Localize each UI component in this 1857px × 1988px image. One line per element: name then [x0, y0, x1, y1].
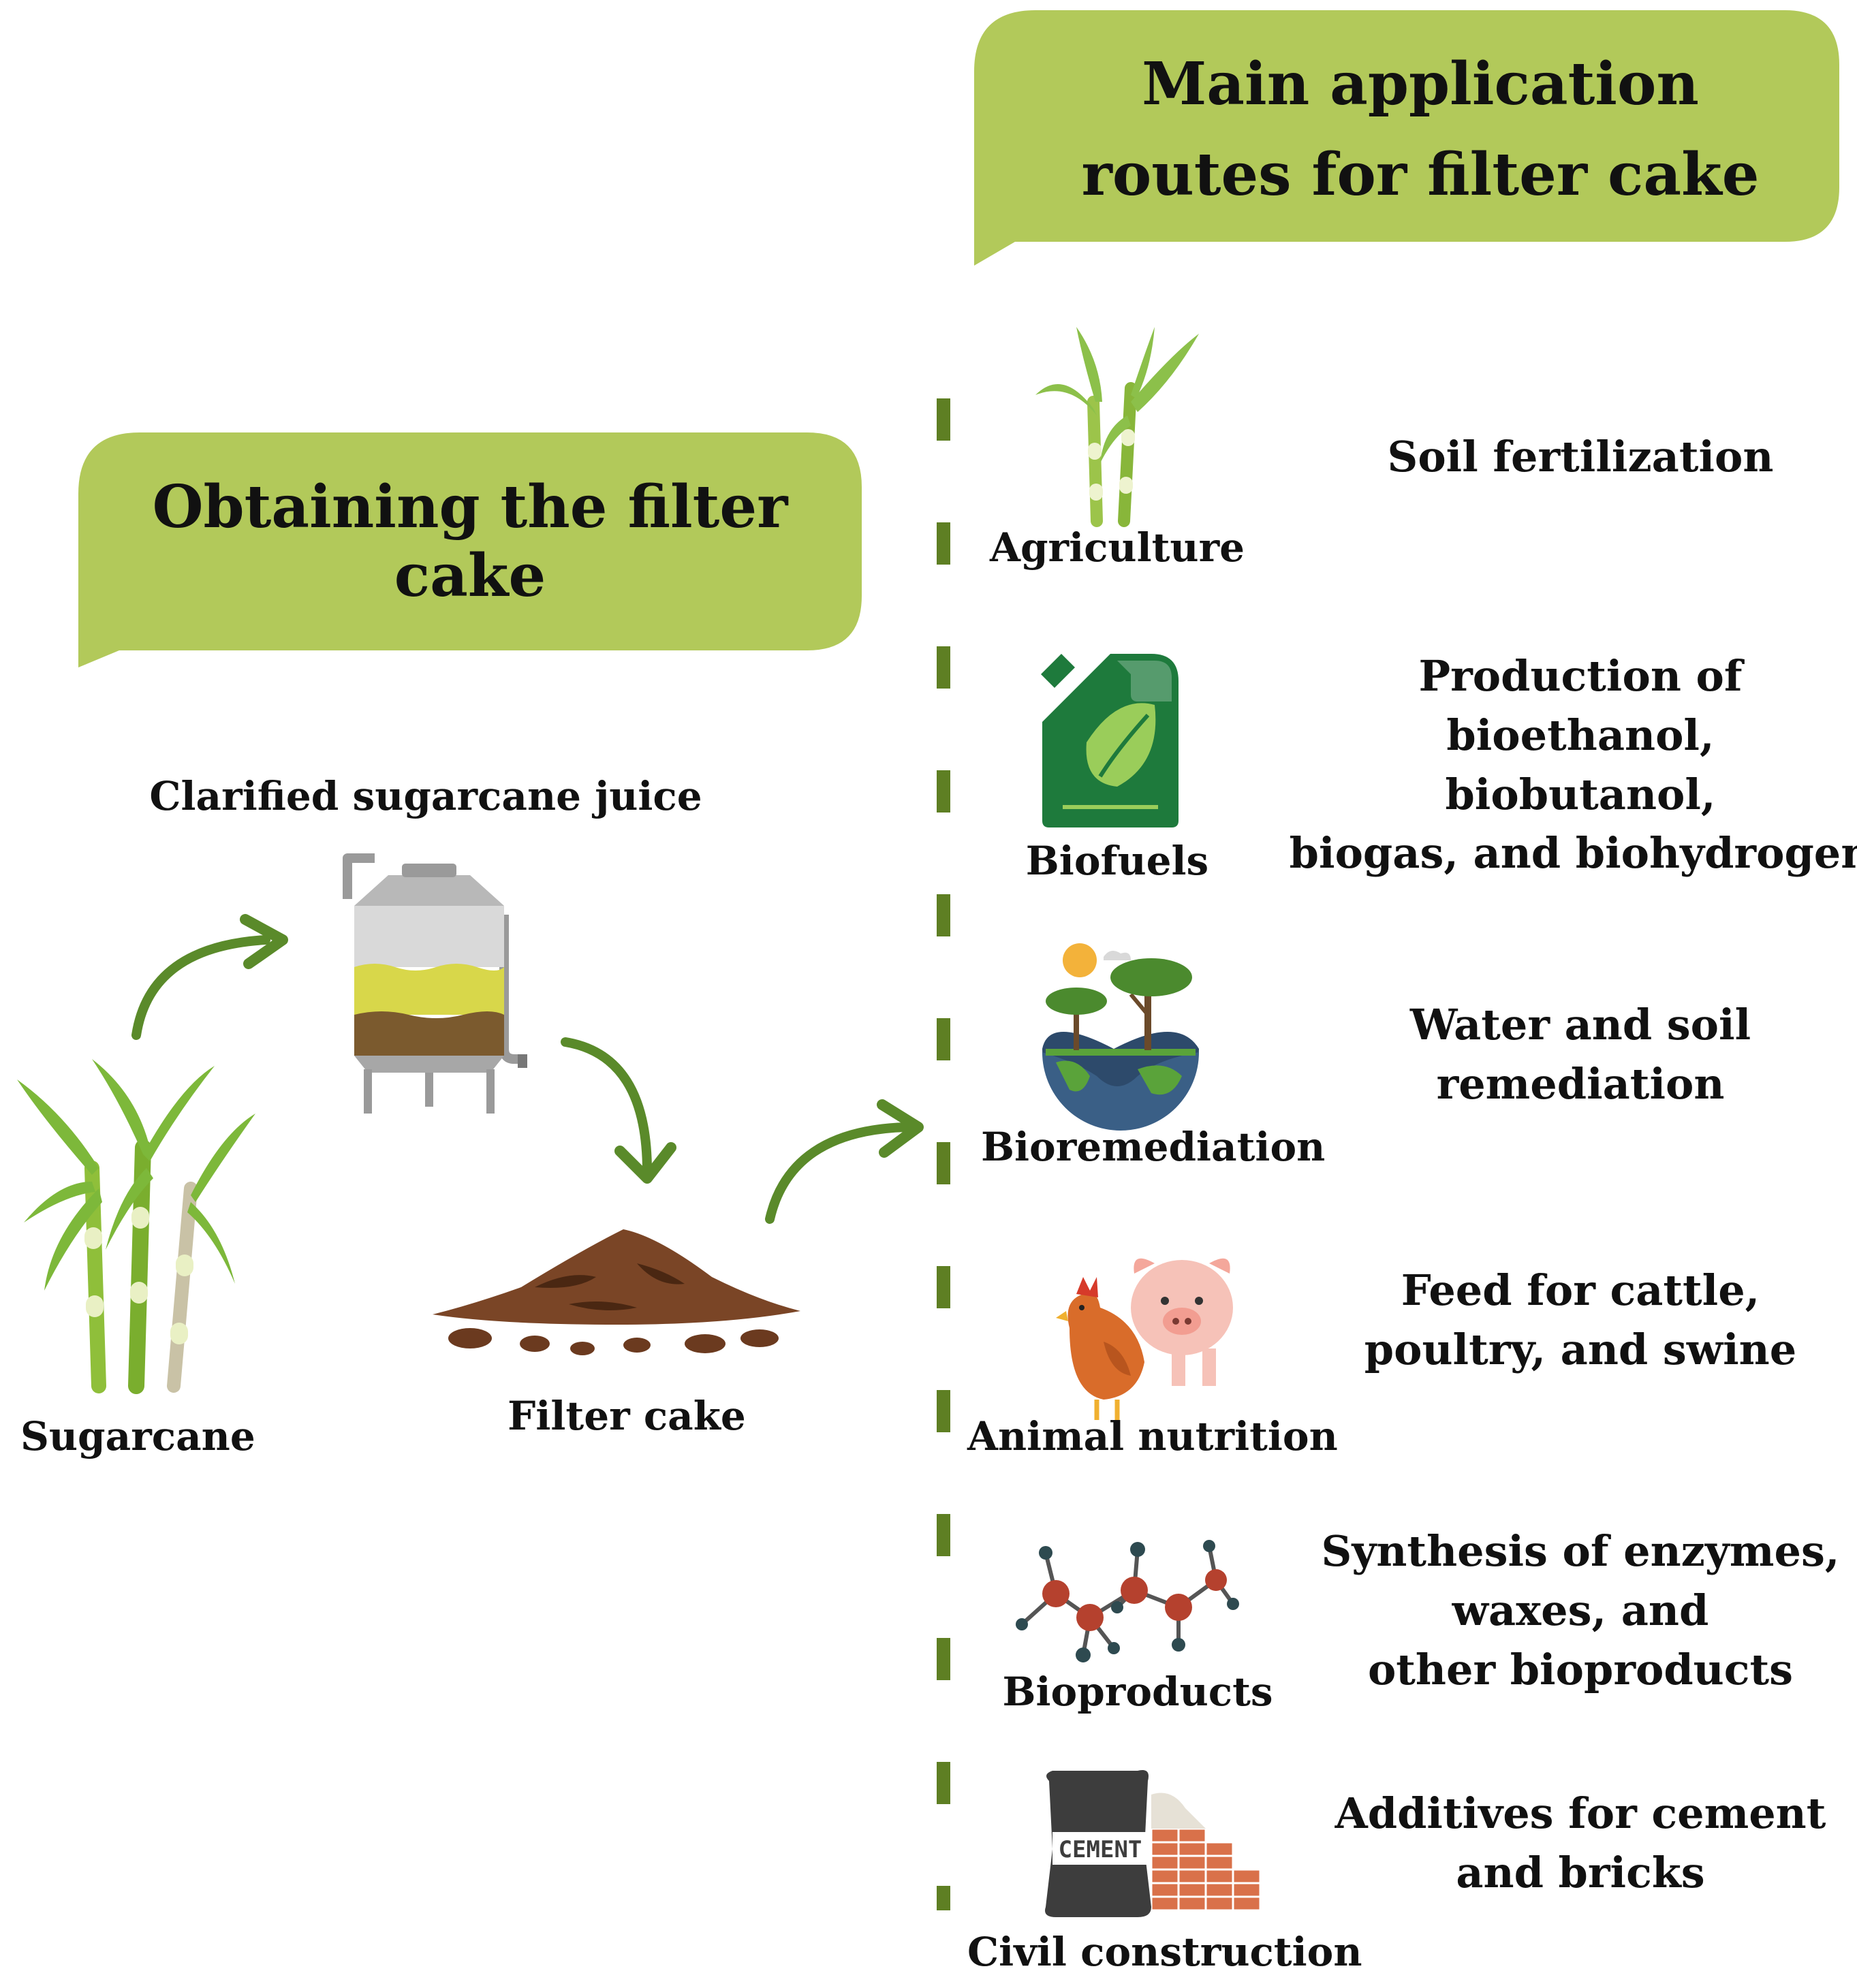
molecule-icon [1016, 1540, 1239, 1662]
route-civil-construction-label: Civil construction [967, 1929, 1362, 1975]
cement-bag-bricks-icon: CEMENT [1045, 1770, 1262, 1917]
left-header-bubble: Obtaining the filter cake [78, 432, 862, 667]
arrow-to-filter-cake [561, 1037, 676, 1184]
route-animal-nutrition-label: Animal nutrition [967, 1413, 1338, 1460]
route-agriculture-desc: Soil fertilization [1387, 432, 1774, 482]
route-bioproducts-label: Bioproducts [1002, 1669, 1273, 1715]
clarified-juice-label: Clarified sugarcane juice [149, 773, 702, 819]
cement-bag-text: CEMENT [1059, 1836, 1142, 1863]
chicken-pig-icon [1056, 1258, 1233, 1420]
filter-cake-pile-icon [433, 1229, 800, 1355]
route-bioremediation-label: Bioremediation [981, 1124, 1326, 1170]
route-agriculture-label: Agriculture [989, 524, 1245, 571]
earth-trees-icon [1042, 943, 1199, 1131]
sugarcane-label: Sugarcane [20, 1413, 255, 1460]
clarifier-tank-icon [343, 853, 527, 1114]
route-bioproducts-desc: Synthesis of enzymes, waxes, and other b… [1321, 1526, 1840, 1694]
route-civil-construction-desc: Additives for cement and bricks [1335, 1788, 1826, 1897]
route-biofuels-label: Biofuels [1025, 838, 1209, 884]
route-animal-nutrition-desc: Feed for cattle, poultry, and swine [1364, 1265, 1797, 1374]
filter-cake-label: Filter cake [508, 1393, 746, 1439]
route-bioremediation-desc: Water and soil remediation [1409, 1000, 1751, 1109]
arrow-to-routes [765, 1099, 924, 1224]
arrow-to-tank [131, 914, 288, 1040]
right-header-bubble: Main application routes for filter cake [974, 10, 1839, 269]
dashed-divider [937, 398, 950, 1910]
right-header-title: Main application routes for filter cake [1081, 49, 1760, 209]
left-header-title: Obtaining the filter cake [152, 473, 788, 610]
route-biofuels-desc: Production of bioethanol, biobutanol, bi… [1289, 651, 1857, 879]
sugarcane-plant-icon [1035, 327, 1199, 527]
fuel-can-leaf-icon [1041, 654, 1179, 827]
sugarcane-icon [17, 1059, 255, 1394]
